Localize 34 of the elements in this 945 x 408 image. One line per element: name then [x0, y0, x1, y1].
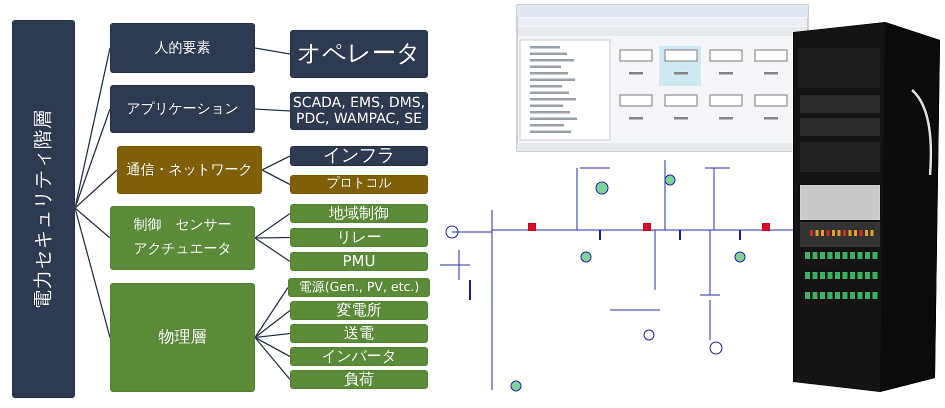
item-box: 負荷: [290, 370, 428, 389]
item-box: 変電所: [290, 301, 428, 320]
item-box: PMU: [290, 252, 428, 271]
connector-line: [254, 310, 290, 338]
category-box: 電力セキュリティ階層: [12, 20, 75, 398]
connector-line: [254, 47, 290, 55]
connector-line: [254, 108, 290, 112]
category-box: 通信・ネットワーク: [117, 146, 262, 194]
category-box: 人的要素: [110, 23, 255, 73]
item-box: SCADA, EMS, DMS, PDC, WAMPAC, SE: [290, 92, 428, 130]
item-box: インフラ: [290, 146, 428, 166]
connector-line: [74, 208, 110, 238]
item-box: 地域制御: [290, 204, 428, 223]
connector-line: [254, 237, 290, 262]
item-box: オペレータ: [290, 30, 428, 78]
connector-line: [262, 155, 290, 171]
connector-line: [254, 212, 290, 239]
category-box: アプリケーション: [110, 85, 255, 133]
item-box: 電源(Gen., PV, etc.): [288, 278, 430, 297]
item-box: プロトコル: [290, 175, 428, 194]
connector-line: [74, 170, 118, 208]
connector-line: [254, 336, 290, 358]
category-box: 制御 センサーアクチュエータ: [110, 206, 255, 270]
connector-line: [254, 337, 290, 380]
category-box: 物理層: [110, 283, 255, 392]
connector-line: [74, 108, 111, 208]
connector-line: [74, 208, 111, 338]
item-box: インバータ: [290, 347, 428, 366]
item-box: リレー: [290, 228, 428, 247]
connector-line: [254, 287, 289, 338]
item-box: 送電: [290, 324, 428, 343]
connector-line: [255, 236, 290, 239]
connector-line: [254, 332, 290, 338]
connector-line: [262, 169, 290, 186]
